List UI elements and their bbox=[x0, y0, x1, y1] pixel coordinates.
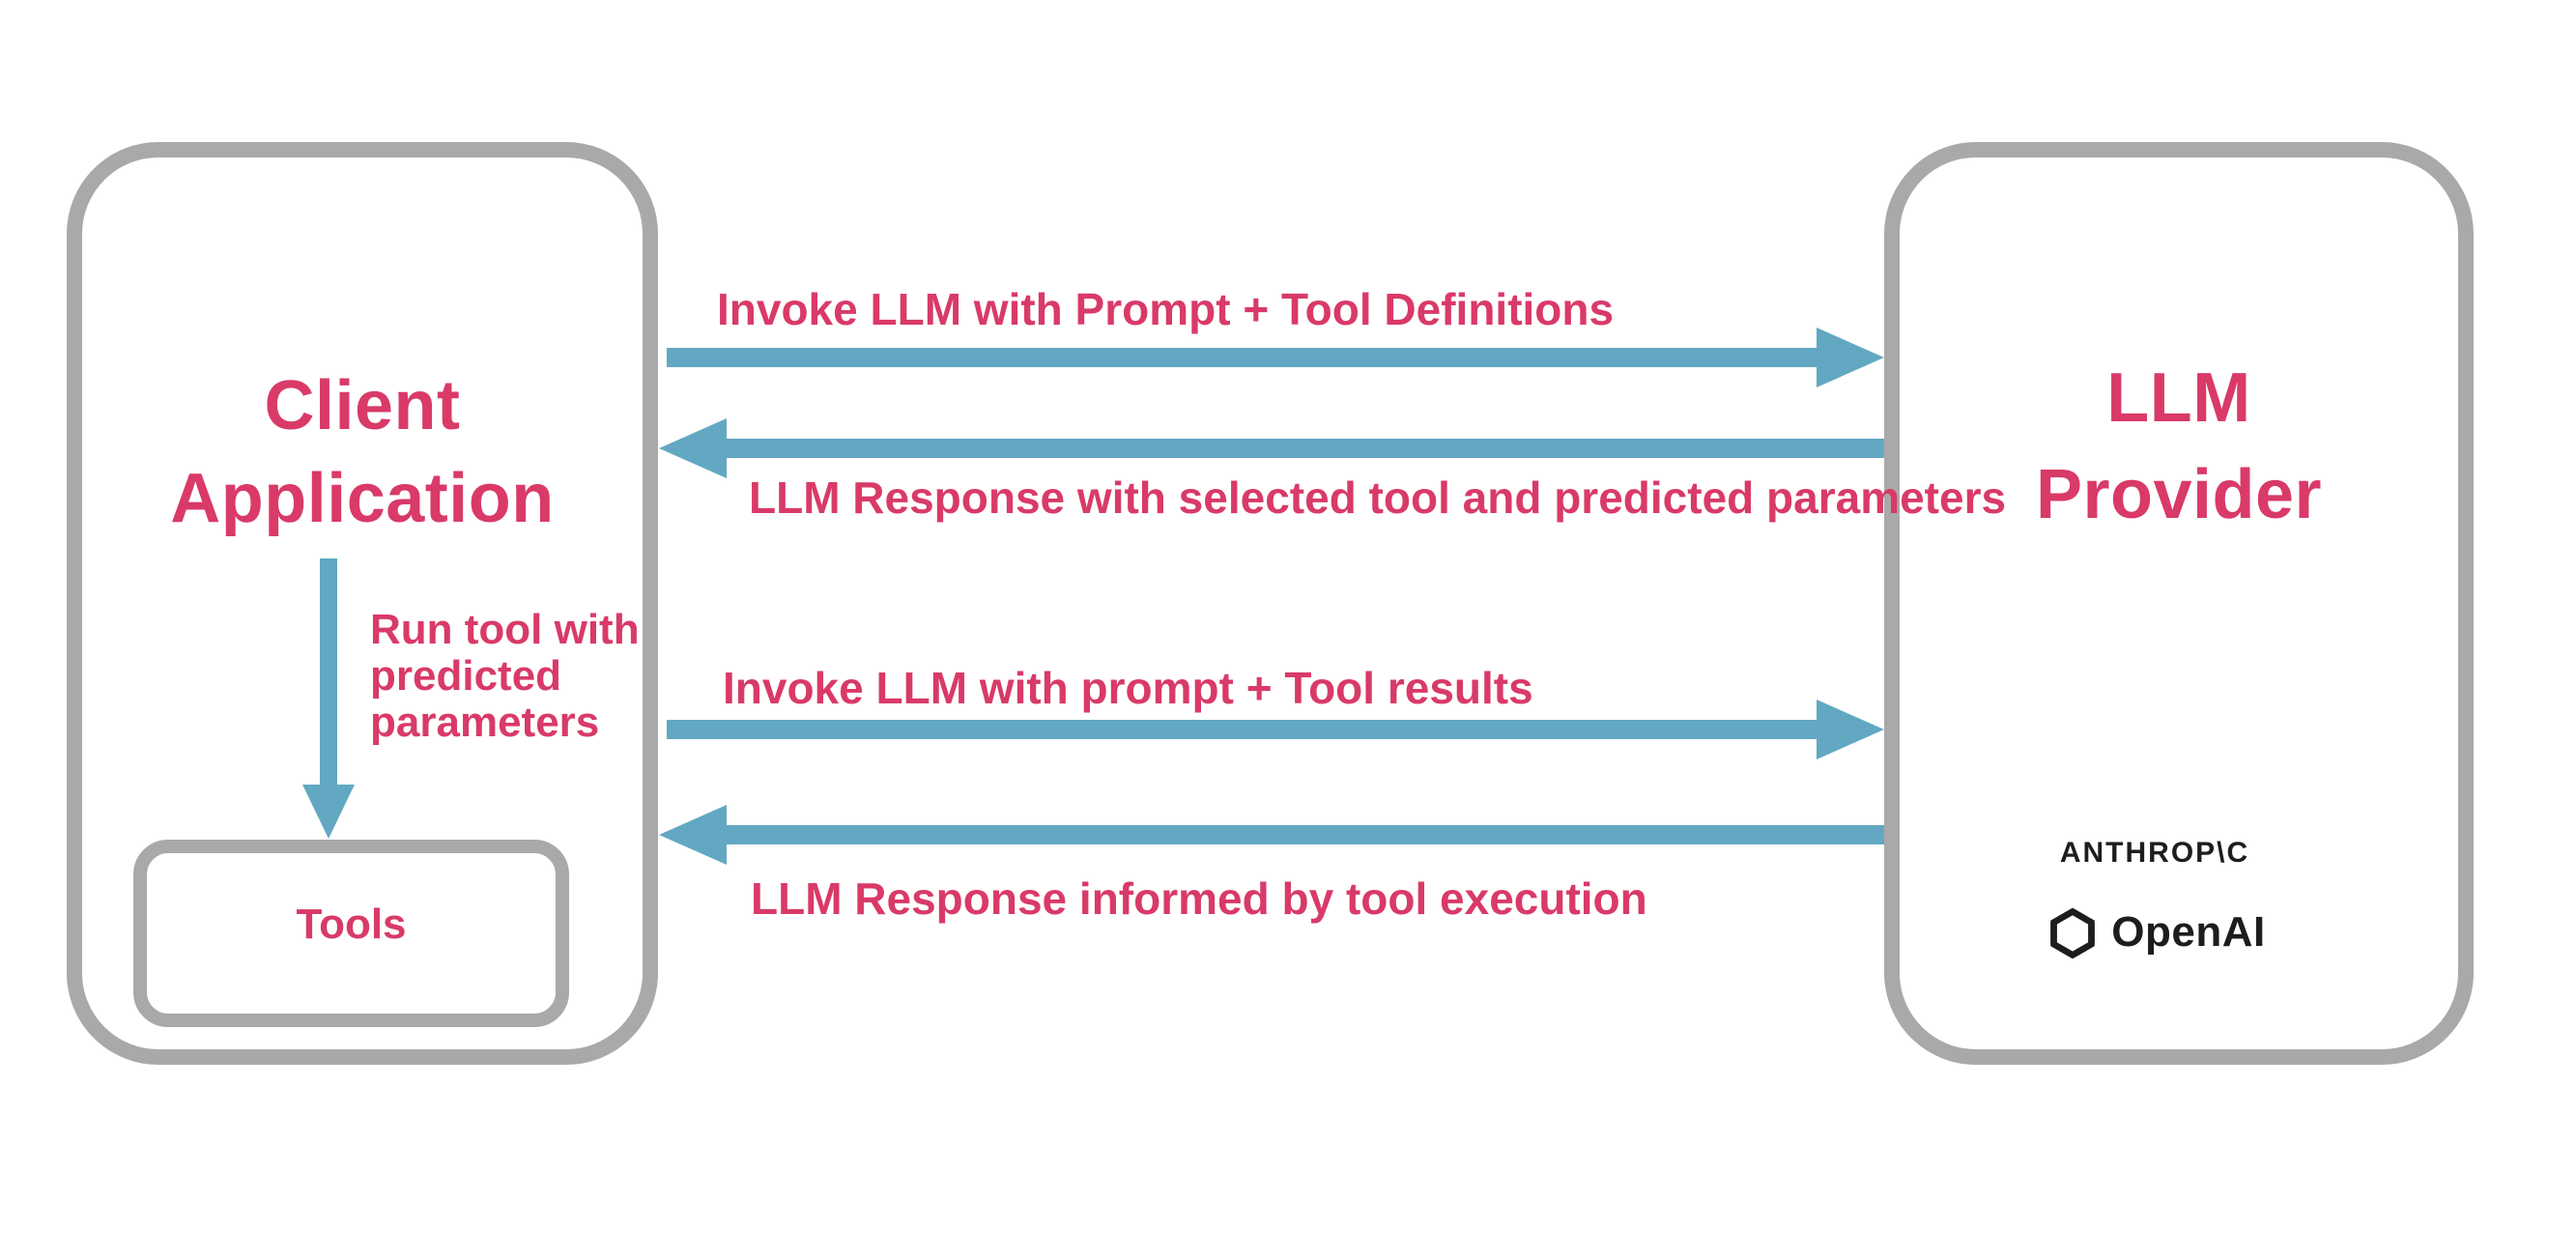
llm-title-line1: LLM bbox=[2106, 359, 2251, 437]
flow-label-invoke-results: Invoke LLM with prompt + Tool results bbox=[723, 663, 1533, 713]
down-arrow-shaft bbox=[320, 558, 337, 786]
llm-title-line2: Provider bbox=[2035, 456, 2323, 533]
arrow-head-right-icon bbox=[1817, 328, 1884, 387]
client-title-line1: Client bbox=[264, 367, 461, 444]
arrow-head-left-icon bbox=[659, 805, 727, 865]
client-application-title: Client Application bbox=[67, 359, 658, 545]
openai-text: OpenAI bbox=[2111, 908, 2266, 956]
anthropic-wordmark: ANTHROP\C bbox=[2059, 837, 2250, 869]
llm-provider-title: LLM Provider bbox=[1884, 350, 2474, 543]
arrow-body bbox=[725, 825, 1884, 844]
flow-label-response-informed: LLM Response informed by tool execution bbox=[751, 873, 1647, 924]
llm-provider-box bbox=[1884, 142, 2474, 1065]
openai-lockup: OpenAI bbox=[1932, 901, 2377, 964]
tools-box: Tools bbox=[133, 840, 569, 1027]
flow-label-response-selected-tool: LLM Response with selected tool and pred… bbox=[749, 472, 2007, 523]
tools-label: Tools bbox=[296, 901, 407, 948]
flow-label-invoke-definitions: Invoke LLM with Prompt + Tool Definition… bbox=[717, 284, 1615, 334]
openai-logo-icon bbox=[2044, 902, 2102, 962]
arrow-head-left-icon bbox=[659, 418, 727, 478]
client-title-line2: Application bbox=[170, 460, 555, 537]
arrow-body bbox=[725, 439, 1884, 458]
run-tool-label: Run tool with predicted parameters bbox=[370, 606, 640, 746]
down-arrow-head-icon bbox=[302, 785, 355, 839]
arrow-body bbox=[667, 348, 1818, 367]
arrow-body bbox=[667, 720, 1818, 739]
arrow-head-right-icon bbox=[1817, 700, 1884, 759]
